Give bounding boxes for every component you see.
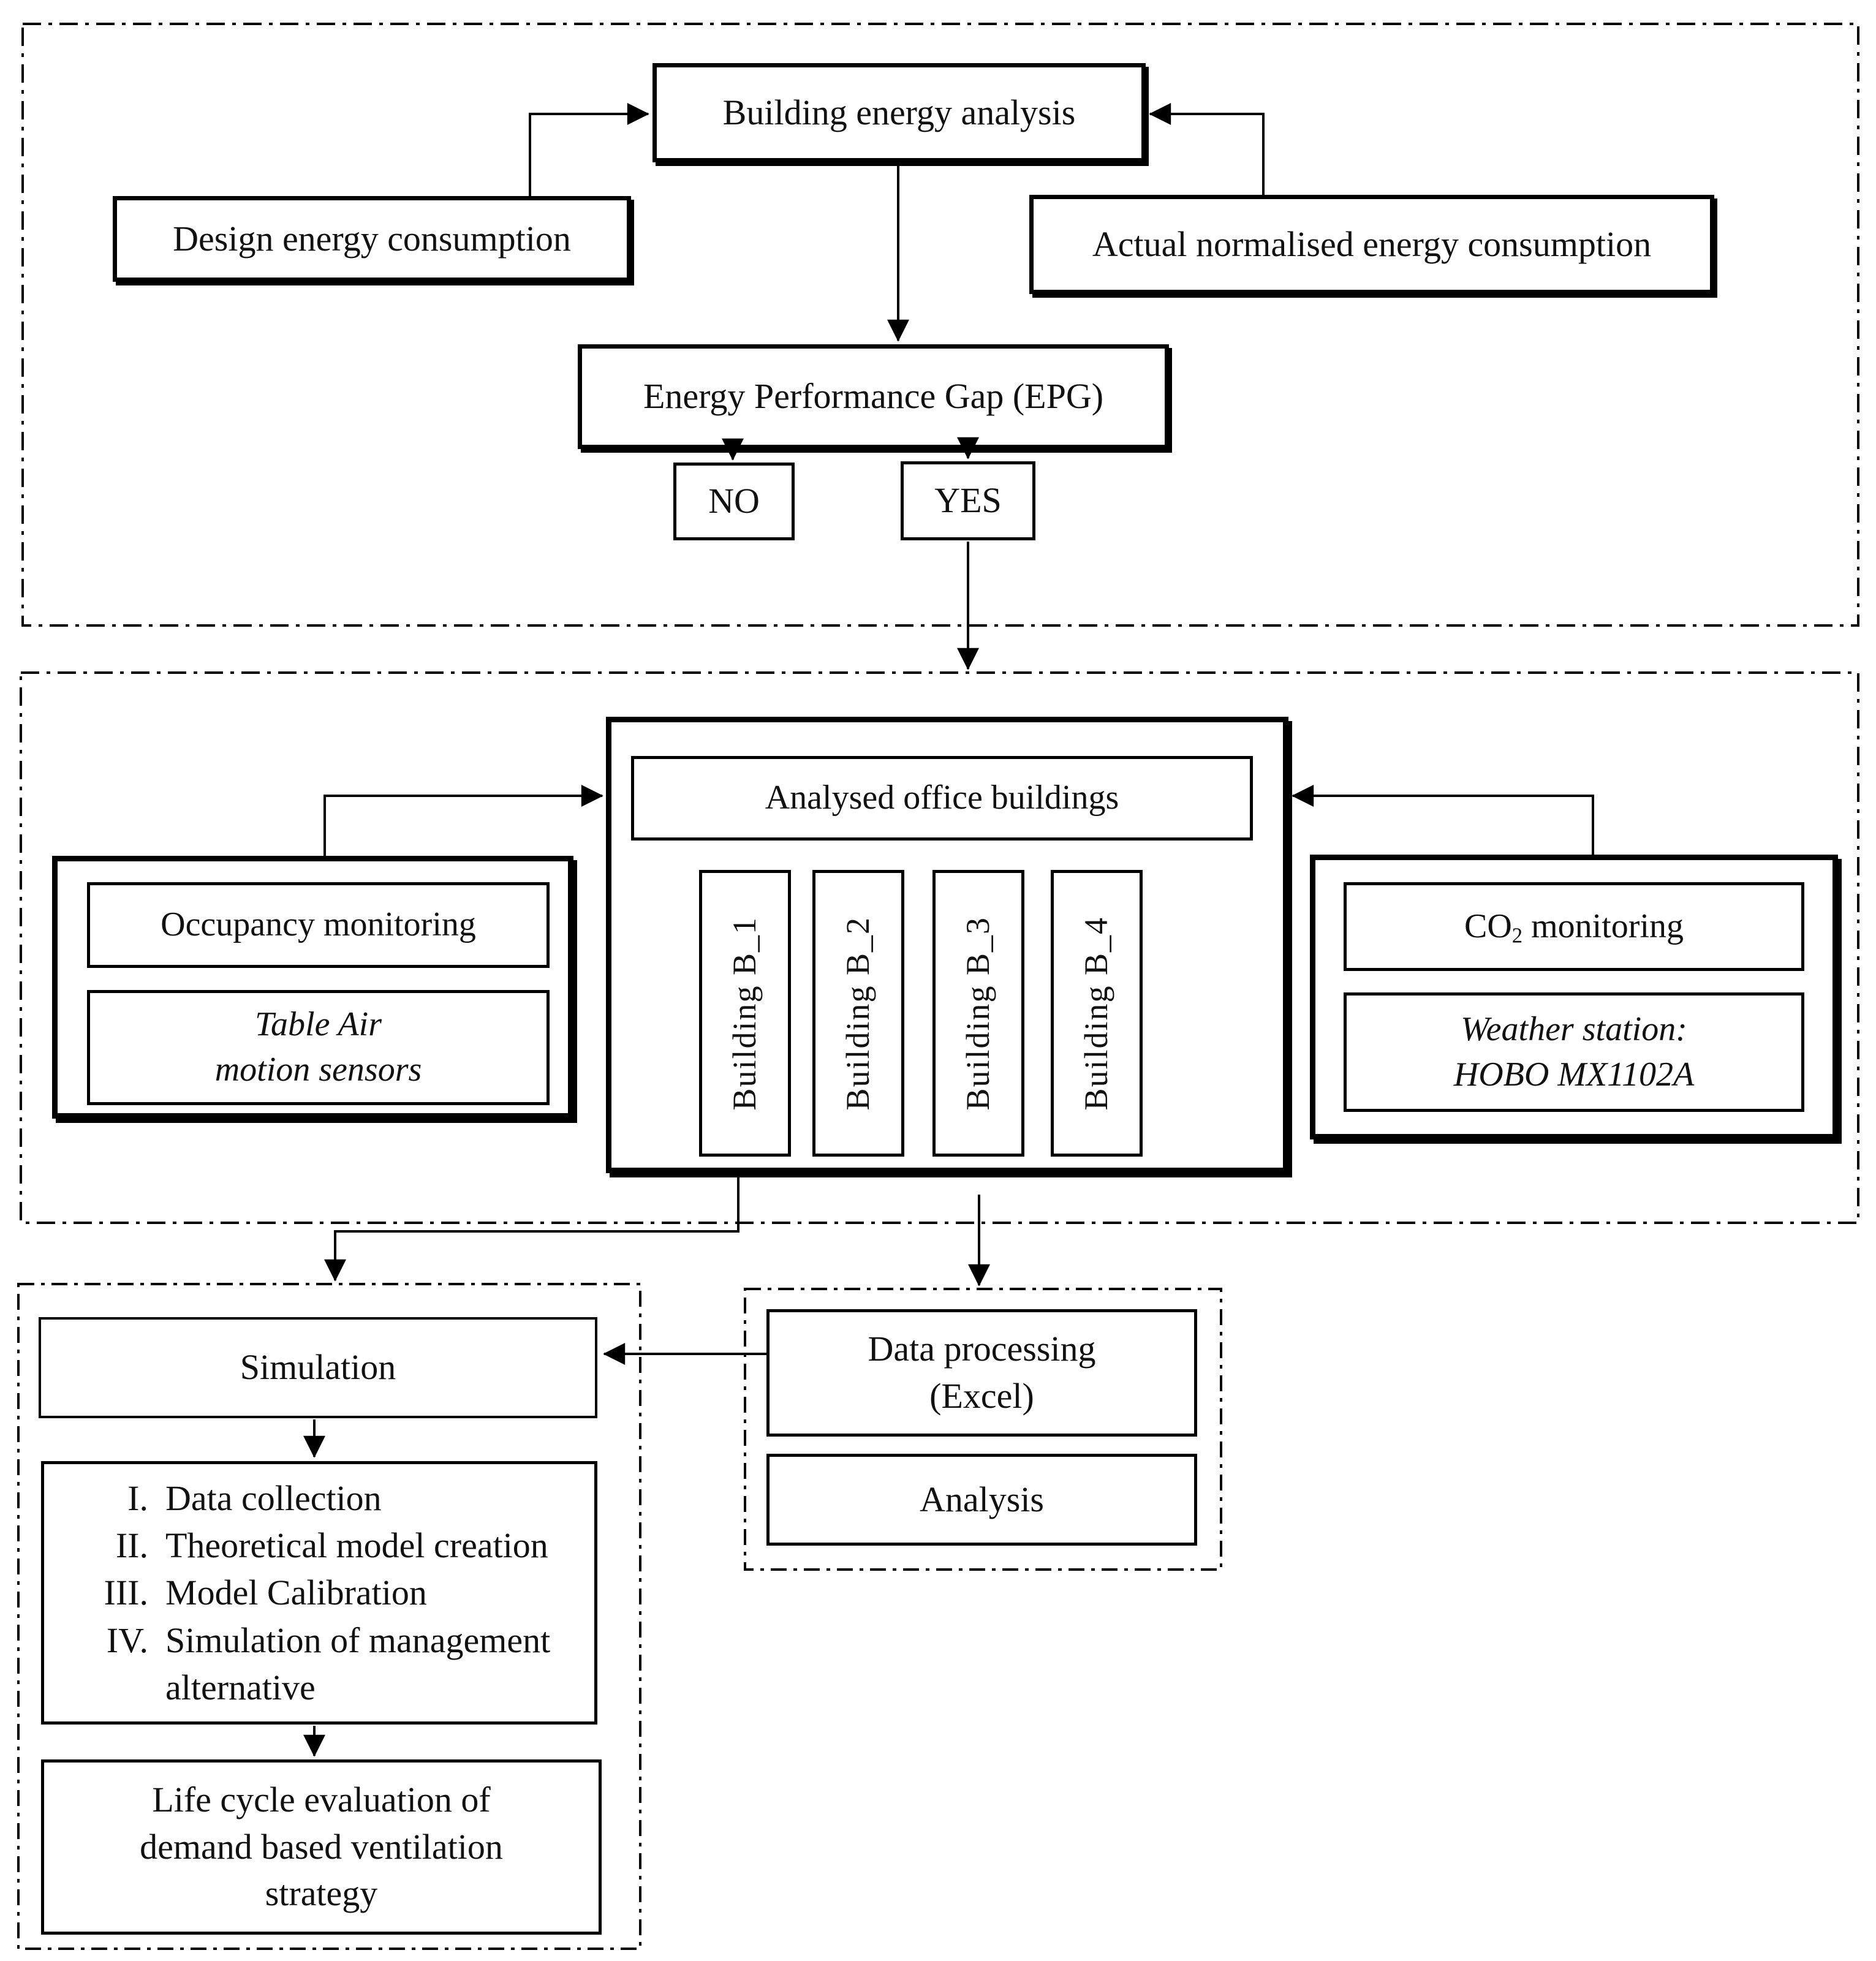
arrow-buildings-to-simulation-section [324,1173,739,1282]
step-3-text: Model Calibration [165,1573,427,1613]
life-cycle-line3: strategy [265,1873,378,1914]
building-b3-label: Building B_3 [959,916,997,1111]
data-processing-line1: Data processing [868,1329,1096,1369]
yes-label: YES [934,480,1002,521]
no-box: NO [673,463,795,540]
arrow-actual-to-analysis [1149,103,1265,195]
actual-normalised-consumption-label: Actual normalised energy consumption [1092,224,1652,264]
actual-normalised-consumption-box: Actual normalised energy consumption [1029,195,1714,294]
data-processing-line2: (Excel) [929,1376,1034,1416]
building-b2-label: Building B_2 [839,916,877,1111]
simulation-label: Simulation [240,1347,396,1388]
arrow-occupancy-to-buildings [323,785,603,856]
step-1: I. Data collection [44,1475,576,1522]
building-energy-analysis-box: Building energy analysis [652,63,1146,162]
building-b4-label: Building B_4 [1078,916,1115,1111]
step-4: IV. Simulation of management alternative [44,1617,576,1711]
design-energy-consumption-box: Design energy consumption [113,196,631,282]
building-b1-label: Building B_1 [726,916,763,1111]
building-b2-box: Building B_2 [812,870,904,1157]
energy-performance-gap-label: Energy Performance Gap (EPG) [643,376,1104,417]
co2-monitoring-box: CO2 monitoring [1344,882,1804,971]
occupancy-monitoring-label: Occupancy monitoring [161,905,476,944]
weather-station-line2: HOBO MX1102A [1453,1055,1695,1094]
energy-performance-gap-box: Energy Performance Gap (EPG) [578,344,1169,449]
co2-prefix: CO [1464,907,1512,945]
table-air-line2: motion sensors [214,1051,422,1089]
occupancy-monitoring-box: Occupancy monitoring [87,882,550,968]
step-2-text: Theoretical model creation [165,1525,548,1566]
table-air-line1: Table Air [255,1005,382,1044]
design-energy-consumption-label: Design energy consumption [173,218,571,259]
no-label: NO [708,481,760,521]
data-processing-box: Data processing (Excel) [766,1309,1197,1437]
arrow-co2-to-buildings [1292,785,1594,855]
table-air-sensors-box: Table Air motion sensors [87,990,550,1105]
step-4-text: Simulation of management alternative [165,1620,551,1707]
yes-box: YES [901,461,1035,540]
building-b1-box: Building B_1 [699,870,791,1157]
life-cycle-line1: Life cycle evaluation of [152,1780,491,1820]
co2-subscript: 2 [1511,923,1523,948]
building-b3-box: Building B_3 [932,870,1024,1157]
step-3-numeral: III. [104,1573,148,1613]
weather-station-box: Weather station: HOBO MX1102A [1344,992,1804,1112]
analysis-label: Analysis [920,1479,1044,1519]
life-cycle-line2: demand based ventilation [140,1826,503,1867]
step-1-numeral: I. [127,1478,148,1519]
analysed-office-buildings-label: Analysed office buildings [765,779,1119,817]
simulation-box: Simulation [39,1317,597,1418]
step-3: III. Model Calibration [44,1569,576,1616]
step-2-numeral: II. [115,1525,148,1566]
step-2: II. Theoretical model creation [44,1522,576,1569]
weather-station-line1: Weather station: [1461,1010,1687,1048]
arrow-design-to-analysis [529,103,649,196]
analysed-office-buildings-header: Analysed office buildings [631,756,1253,841]
building-energy-analysis-label: Building energy analysis [722,92,1076,132]
simulation-steps-box: I. Data collection II. Theoretical model… [41,1461,597,1725]
building-b4-box: Building B_4 [1051,870,1143,1157]
analysis-box: Analysis [766,1454,1197,1546]
step-4-numeral: IV. [106,1620,148,1660]
step-1-text: Data collection [165,1478,382,1519]
co2-monitoring-label: CO2 monitoring [1464,904,1684,950]
co2-suffix: monitoring [1522,907,1684,945]
life-cycle-evaluation-box: Life cycle evaluation of demand based ve… [41,1759,602,1935]
